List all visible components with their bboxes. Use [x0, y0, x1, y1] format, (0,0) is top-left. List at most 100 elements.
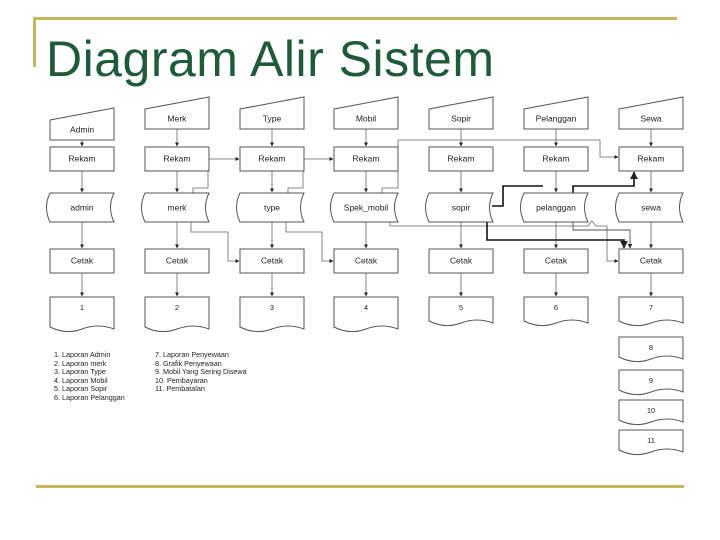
frame-top-border — [34, 17, 677, 20]
process-node — [239, 248, 305, 274]
process-node — [49, 248, 115, 274]
legend-item: 3. Laporan Type — [54, 367, 106, 377]
storage-node — [236, 192, 305, 223]
process-node — [523, 146, 589, 172]
storage-label: admin — [70, 202, 93, 212]
legend-item: 2. Laporan merk — [54, 358, 107, 368]
manual-input-label: Pelanggan — [536, 113, 577, 123]
process-label: Cetak — [545, 255, 568, 265]
document-node — [618, 399, 684, 426]
manual-input-node — [523, 96, 589, 130]
flow-connector — [285, 222, 334, 263]
storage-label: type — [264, 202, 280, 212]
storage-node — [46, 192, 115, 223]
manual-input-label: Sopir — [451, 113, 471, 123]
frame-bottom-border — [36, 485, 684, 488]
process-node — [523, 248, 589, 274]
process-label: Cetak — [166, 255, 189, 265]
process-node — [618, 146, 684, 172]
document-node — [333, 296, 399, 333]
document-node — [239, 296, 305, 333]
process-node — [239, 146, 305, 172]
document-label: 4 — [364, 303, 368, 312]
storage-node — [615, 192, 684, 223]
storage-node — [141, 192, 210, 223]
manual-input-node — [144, 96, 210, 130]
process-label: Rekam — [448, 153, 475, 163]
flow-connector — [381, 139, 619, 193]
manual-input-node — [618, 96, 684, 130]
frame-left-border — [33, 17, 36, 67]
document-label: 8 — [649, 343, 653, 352]
flow-connector — [389, 220, 619, 263]
legend-item: 4. Laporan Mobil — [54, 375, 108, 385]
storage-label: pelanggan — [536, 202, 576, 212]
process-label: Rekam — [164, 153, 191, 163]
document-label: 11 — [647, 436, 655, 445]
storage-label: Spek_mobil — [344, 202, 389, 212]
storage-node — [330, 192, 399, 223]
document-node — [618, 429, 684, 456]
document-node — [144, 296, 210, 333]
process-node — [49, 146, 115, 172]
document-label: 6 — [554, 303, 558, 312]
process-node — [333, 146, 399, 172]
manual-input-node — [333, 96, 399, 130]
storage-node — [520, 192, 589, 223]
document-label: 9 — [649, 376, 653, 385]
document-node — [523, 296, 589, 327]
process-label: Cetak — [71, 255, 94, 265]
flow-connector — [190, 222, 240, 263]
legend-item: 6. Laporan Pelanggan — [54, 392, 125, 402]
manual-input-label: Sewa — [640, 113, 662, 123]
legend-item: 8. Grafik Penyewaan — [155, 358, 222, 368]
legend-item: 10. Pembayaran — [155, 375, 208, 385]
process-node — [144, 248, 210, 274]
process-label: Rekam — [69, 153, 96, 163]
process-label: Rekam — [638, 153, 665, 163]
legend-left: 1. Laporan Admin 2. Laporan merk 3. Lapo… — [54, 350, 125, 403]
slide-title: Diagram Alir Sistem — [46, 31, 495, 87]
document-label: 3 — [270, 303, 274, 312]
manual-input-node — [49, 107, 115, 141]
process-label: Rekam — [259, 153, 286, 163]
process-node — [428, 248, 494, 274]
flow-connector-bold — [492, 185, 543, 207]
legend-item: 7. Laporan Penyewaan — [155, 350, 229, 359]
document-node — [618, 336, 684, 363]
process-label: Rekam — [353, 153, 380, 163]
document-node — [618, 296, 684, 327]
process-label: Rekam — [543, 153, 570, 163]
process-node — [428, 146, 494, 172]
legend-item: 5. Laporan Sopir — [54, 384, 108, 394]
flow-connector — [287, 157, 334, 193]
document-node — [618, 369, 684, 396]
manual-input-node — [239, 96, 305, 130]
process-node — [333, 248, 399, 274]
manual-input-node — [428, 96, 494, 130]
manual-input-label: Merk — [168, 113, 188, 123]
manual-input-label: Mobil — [356, 113, 376, 123]
process-label: Cetak — [355, 255, 378, 265]
document-label: 5 — [459, 303, 463, 312]
storage-node — [425, 192, 494, 223]
document-label: 10 — [647, 406, 655, 415]
legend-item: 1. Laporan Admin — [54, 350, 111, 359]
document-node — [49, 296, 115, 333]
document-label: 7 — [649, 303, 653, 312]
storage-label: sewa — [641, 202, 661, 212]
flow-connector — [192, 157, 240, 193]
manual-input-label: Admin — [70, 124, 94, 134]
flow-connector — [572, 222, 633, 249]
document-label: 2 — [175, 303, 179, 312]
legend-item: 9. Mobil Yang Sering Disewa — [155, 367, 247, 377]
process-label: Cetak — [261, 255, 284, 265]
process-label: Cetak — [450, 255, 473, 265]
process-node — [618, 248, 684, 274]
document-label: 1 — [80, 303, 84, 312]
storage-label: merk — [168, 202, 188, 212]
process-node — [144, 146, 210, 172]
legend-right: 7. Laporan Penyewaan 8. Grafik Penyewaan… — [155, 350, 247, 394]
storage-label: sopir — [452, 202, 471, 212]
